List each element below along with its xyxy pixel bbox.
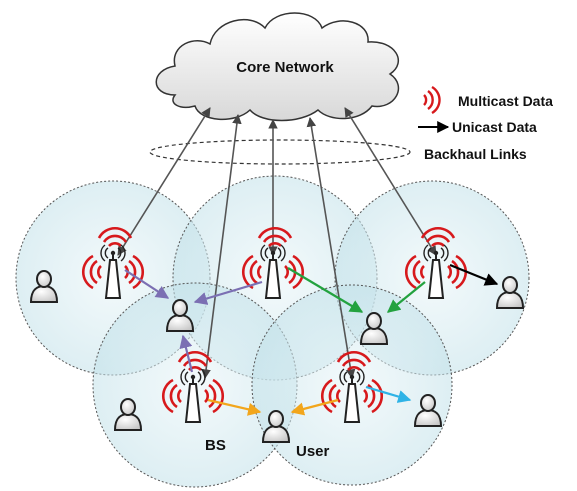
backhaul-link-4: [306, 117, 356, 379]
arrow-bs5-user-left: [290, 398, 339, 416]
arrow-bs2-user-right: [287, 267, 364, 313]
legend-multicast-label: Multicast Data: [458, 93, 553, 109]
arrow-bs4-user-up: [179, 334, 194, 373]
backhaul-link-5: [344, 107, 437, 256]
legend: Multicast Data Unicast Data Backhaul Lin…: [418, 85, 553, 162]
arrow-bs4-user: [207, 398, 262, 416]
cloud-label: Core Network: [236, 59, 334, 76]
unicast-arrows: [124, 263, 499, 416]
backhaul-link-2: [201, 114, 242, 379]
bs-label: BS: [205, 437, 226, 454]
arrow-bs1-user: [124, 269, 170, 299]
backhaul-links: [117, 107, 437, 379]
arrow-bs3-user-right: [449, 263, 499, 286]
user-label: User: [296, 443, 330, 460]
legend-backhaul-label: Backhaul Links: [424, 146, 527, 162]
backhaul-link-1: [117, 107, 211, 256]
legend-unicast-label: Unicast Data: [452, 119, 537, 135]
core-network-cloud: Core Network: [155, 12, 400, 122]
arrow-bs2-user-left: [193, 280, 263, 305]
arrow-bs3-user: [386, 281, 426, 313]
arrow-bs5-user-right: [365, 385, 412, 403]
multicast-legend-icon: [423, 85, 441, 115]
backhaul-ellipse: [149, 139, 411, 165]
